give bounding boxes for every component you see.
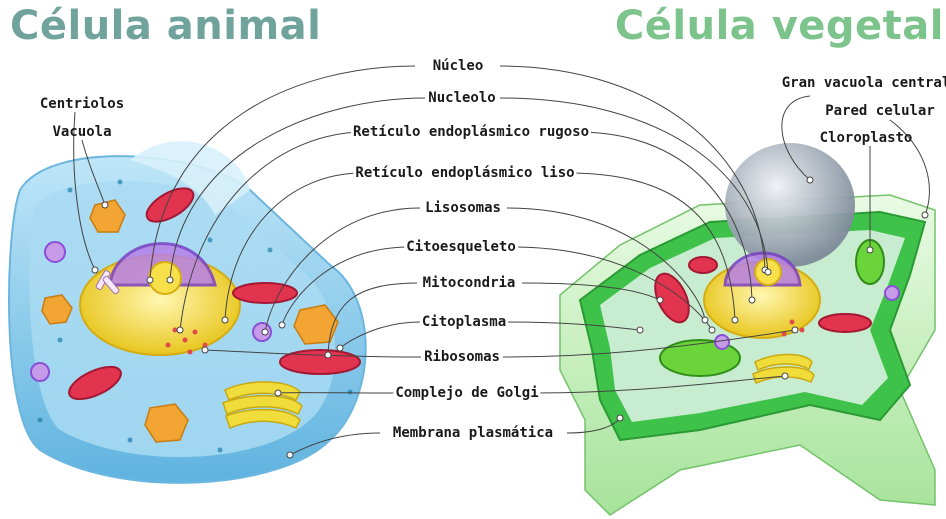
animal-mitochondrion-2 <box>233 283 297 303</box>
label-nucleo: Núcleo <box>431 57 486 75</box>
label-vacuola: Vacuola <box>50 123 113 141</box>
animal-cell <box>9 141 366 483</box>
label-membrana: Membrana plasmática <box>391 424 555 442</box>
label-centriolos: Centriolos <box>38 95 126 113</box>
label-rel: Retículo endoplásmico liso <box>353 164 576 182</box>
plant-lysosome-1 <box>715 335 729 349</box>
animal-lysosome-3 <box>31 363 49 381</box>
plant-central-vacuole <box>725 143 855 267</box>
label-citoplasma: Citoplasma <box>420 313 508 331</box>
label-mitocondria: Mitocondria <box>421 274 518 292</box>
animal-lysosome-1 <box>45 242 65 262</box>
plant-cell <box>560 143 935 515</box>
plant-mitochondrion-2 <box>819 314 871 332</box>
animal-nucleolus <box>149 262 181 294</box>
animal-golgi <box>223 382 302 428</box>
label-citoesqueleto: Citoesqueleto <box>404 238 518 256</box>
label-ribosomas: Ribosomas <box>422 348 502 366</box>
label-rer: Retículo endoplásmico rugoso <box>351 123 591 141</box>
label-gran-vacuola: Gran vacuola central <box>780 74 946 92</box>
label-golgi: Complejo de Golgi <box>393 384 540 402</box>
label-nucleolo: Nucleolo <box>426 89 497 107</box>
label-lisosomas: Lisosomas <box>423 199 503 217</box>
label-pared-celular: Pared celular <box>823 102 937 120</box>
plant-lysosome-2 <box>885 286 899 300</box>
plant-mitochondrion-3 <box>689 257 717 273</box>
label-cloroplasto: Cloroplasto <box>818 129 915 147</box>
